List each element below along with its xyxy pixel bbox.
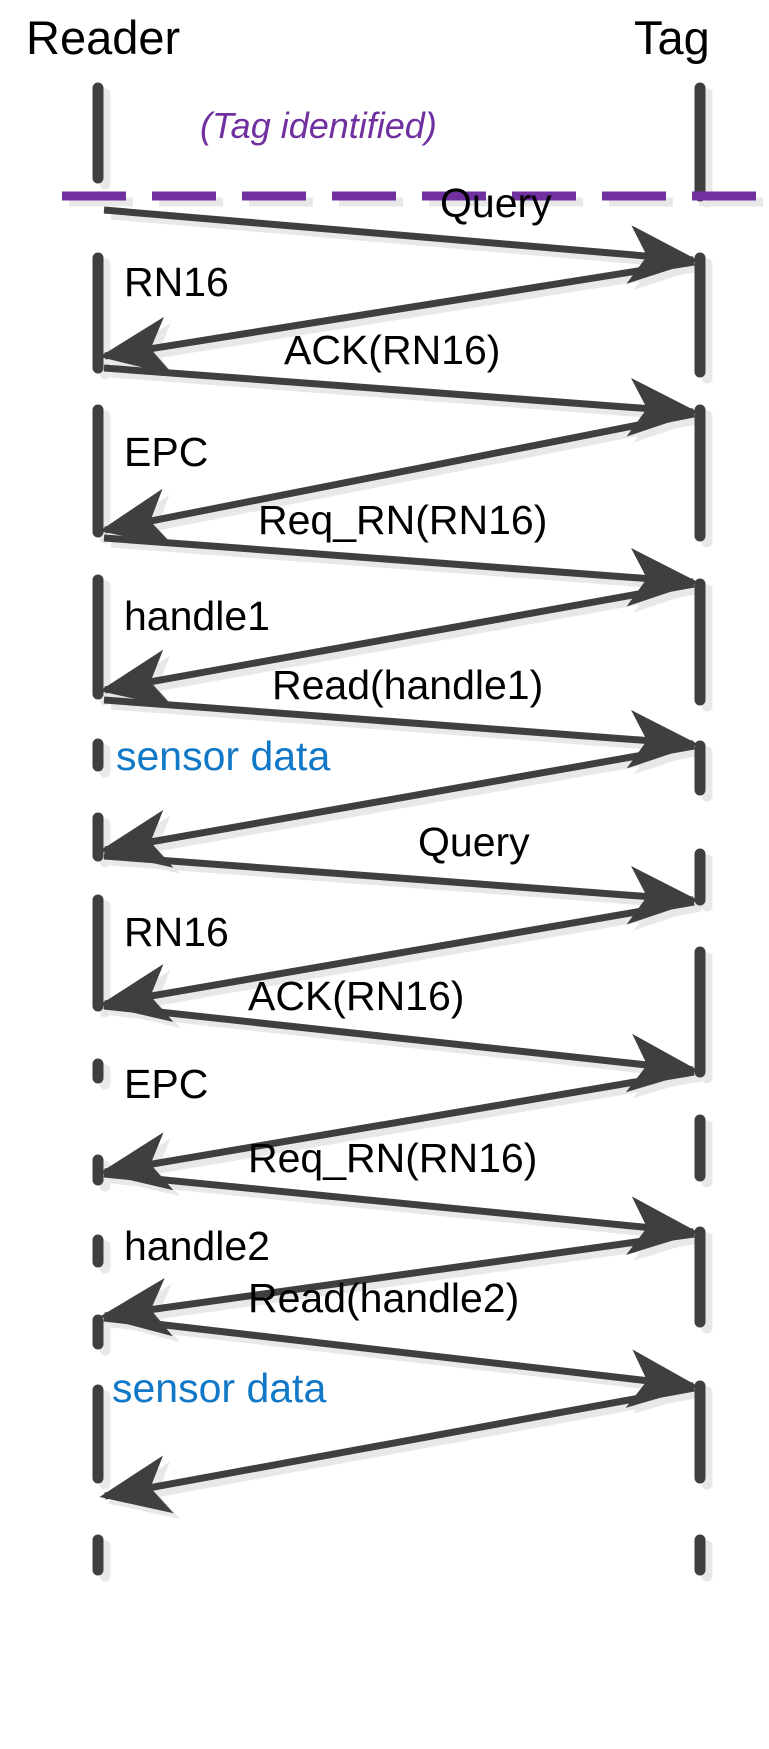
message-arrow-shadow-4 bbox=[106, 416, 702, 553]
message-arrow-shadow-1 bbox=[110, 212, 706, 290]
message-label-sensor-data-16: sensor data bbox=[112, 1365, 327, 1411]
participant-label-reader: Reader bbox=[26, 11, 181, 64]
separator-note-tag-identified: (Tag identified) bbox=[200, 105, 437, 146]
message-arrow-5-req-rn-rn16 bbox=[103, 534, 699, 607]
message-label-read-handle1-7: Read(handle1) bbox=[272, 662, 544, 708]
message-label-epc-4: EPC bbox=[124, 429, 209, 475]
message-label-ack-rn16-3: ACK(RN16) bbox=[284, 327, 501, 373]
message-label-rn16-10: RN16 bbox=[124, 909, 229, 955]
message-arrow-shadow-8 bbox=[106, 748, 702, 874]
message-label-query-1: Query bbox=[440, 180, 552, 226]
message-arrow-shadow-11 bbox=[110, 1008, 706, 1099]
message-arrow-14-handle2 bbox=[99, 1230, 695, 1337]
message-arrow-shadow-15 bbox=[110, 1320, 706, 1414]
message-label-epc-12: EPC bbox=[124, 1061, 209, 1107]
message-label-req-rn-rn16-13: Req_RN(RN16) bbox=[248, 1135, 538, 1181]
message-arrow-16-sensor-data bbox=[99, 1384, 695, 1514]
message-arrow-shadow-7 bbox=[110, 702, 706, 775]
message-arrow-shadow-16 bbox=[106, 1390, 702, 1520]
message-arrow-12-epc bbox=[99, 1068, 695, 1191]
message-arrow-shadow-9 bbox=[110, 858, 706, 931]
message-arrow-shadow-14 bbox=[106, 1236, 702, 1343]
message-arrow-4-epc bbox=[99, 410, 695, 547]
message-arrow-shadow-13 bbox=[110, 1176, 706, 1261]
message-arrow-shadow-3 bbox=[110, 370, 706, 443]
message-label-handle1-6: handle1 bbox=[124, 593, 270, 639]
message-arrow-shadow-10 bbox=[106, 904, 702, 1028]
message-arrow-shadow-2 bbox=[106, 264, 702, 381]
message-arrow-3-ack-rn16 bbox=[103, 364, 699, 437]
message-label-read-handle2-15: Read(handle2) bbox=[248, 1275, 520, 1321]
message-arrow-7-read-handle1 bbox=[103, 696, 699, 769]
participant-label-tag: Tag bbox=[634, 11, 710, 64]
message-arrow-shadow-6 bbox=[106, 586, 702, 714]
message-label-handle2-14: handle2 bbox=[124, 1223, 270, 1269]
message-arrow-6-handle1 bbox=[99, 580, 695, 708]
message-arrow-1-query bbox=[103, 206, 699, 284]
message-arrow-13-req-rn-rn16 bbox=[103, 1170, 699, 1255]
message-arrow-10-rn16 bbox=[99, 898, 695, 1022]
message-arrow-11-ack-rn16 bbox=[103, 1002, 699, 1093]
message-arrow-shadow-12 bbox=[106, 1074, 702, 1197]
message-label-sensor-data-8: sensor data bbox=[116, 733, 331, 779]
message-arrow-shadow-5 bbox=[110, 540, 706, 613]
message-arrow-15-read-handle2 bbox=[103, 1314, 699, 1408]
message-arrow-2-rn16 bbox=[99, 258, 695, 375]
message-label-rn16-2: RN16 bbox=[124, 259, 229, 305]
message-arrow-9-query bbox=[103, 852, 699, 925]
message-label-query-9: Query bbox=[418, 819, 530, 865]
message-arrow-8-sensor-data bbox=[99, 742, 695, 868]
message-label-ack-rn16-11: ACK(RN16) bbox=[248, 973, 465, 1019]
message-label-req-rn-rn16-5: Req_RN(RN16) bbox=[258, 497, 548, 543]
